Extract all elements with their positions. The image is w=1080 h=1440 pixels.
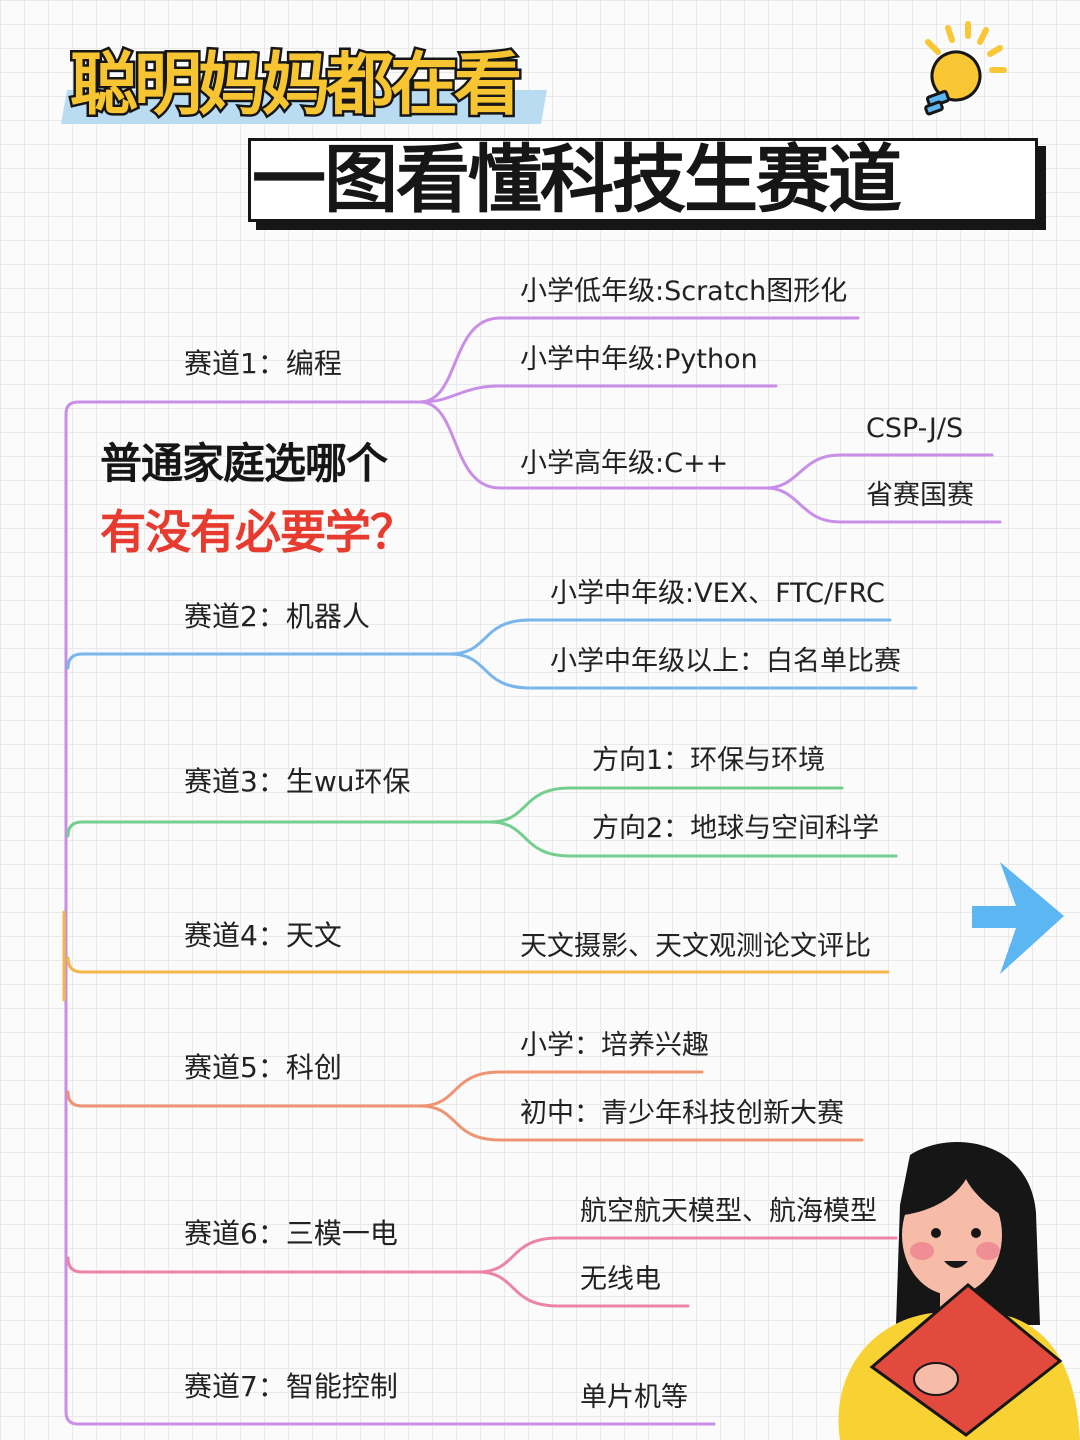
title-main-box [248,138,1038,222]
sub-branch-label: 省赛国赛 [866,480,974,511]
branch-label: 天文摄影、天文观测论文评比 [520,931,871,962]
track1-sub-line [764,486,1002,524]
track5-line [418,1104,864,1142]
title-top-block: 聪明妈妈都在看 [61,46,547,125]
track-label: 赛道7：智能控制 [184,1370,398,1403]
track1-line [418,384,778,404]
question-line2: 有没有必要学？ [100,505,416,559]
track-label: 赛道5：科创 [184,1051,342,1084]
title-main-block: 一图看懂科技生赛道 [248,137,1046,230]
branch-label: 小学：培养兴趣 [520,1030,709,1061]
track6-line [66,1256,480,1274]
arrow-right-icon [972,862,1064,974]
track6-line [476,1270,690,1308]
title-top: 聪明妈妈都在看 [67,46,524,125]
branch-label: 方向2：地球与空间科学 [592,813,880,844]
trunk-line-bottom [64,910,716,1426]
branch-label: 方向1：环保与环境 [592,745,826,776]
track-label: 赛道3：生wu环保 [184,765,411,798]
question-line1: 普通家庭选哪个 [100,439,388,488]
branch-label: 初中：青少年科技创新大赛 [520,1098,844,1129]
track2-line [448,618,892,656]
track-label: 赛道4：天文 [184,919,342,952]
branch-label: 单片机等 [580,1382,688,1413]
branch-label: 无线电 [580,1264,661,1295]
track1-line [418,400,768,490]
track1-sub-line [764,453,994,490]
track3-line [488,786,844,824]
girl-illustration [838,1142,1080,1440]
branch-label: 小学高年级:C++ [520,448,729,479]
track6-line [476,1236,898,1274]
track5-line [418,1070,704,1108]
branch-label: 航空航天模型、航海模型 [580,1196,877,1227]
branch-label: 小学低年级:Scratch图形化 [520,276,848,307]
track4-line [66,956,890,974]
track-label: 赛道6：三模一电 [184,1217,398,1250]
track3-line [66,820,492,838]
track-label: 赛道1：编程 [184,347,342,380]
branch-label: 小学中年级:VEX、FTC/FRC [550,578,885,609]
track2-line [66,652,452,670]
title-main: 一图看懂科技生赛道 [252,137,902,223]
branch-label: 小学中年级:Python [520,344,758,375]
branch-label: 小学中年级以上：白名单比赛 [550,646,901,677]
lightbulb-icon [924,21,1007,116]
track5-line [66,1090,422,1108]
track3-line [488,820,898,858]
track-label: 赛道2：机器人 [184,600,370,633]
trunk-line-top [64,400,422,914]
sub-branch-label: CSP-J/S [866,413,964,444]
track1-line [418,316,860,404]
track2-line [448,652,918,690]
